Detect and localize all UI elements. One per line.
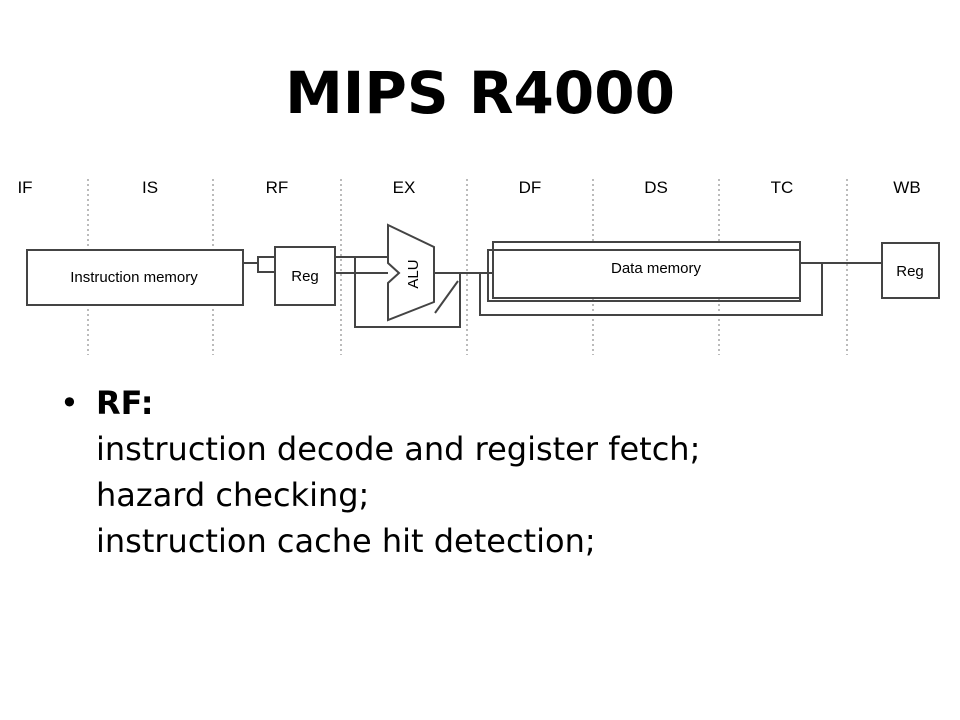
bullet-line-hazard: hazard checking; bbox=[96, 476, 370, 514]
stage-label-is: IS bbox=[142, 178, 158, 197]
bullet-body: RF: instruction decode and register fetc… bbox=[96, 380, 940, 564]
data-memory-outer-box bbox=[492, 241, 801, 299]
instruction-memory-box bbox=[26, 249, 244, 306]
stage-label-tc: TC bbox=[771, 178, 794, 197]
stage-label-df: DF bbox=[519, 178, 542, 197]
bullet-line-cache: instruction cache hit detection; bbox=[96, 522, 596, 560]
writeback-register-label: Reg bbox=[896, 263, 924, 280]
stage-label-wb: WB bbox=[893, 178, 920, 197]
alu-label: ALU bbox=[405, 259, 422, 288]
bullet-list: • RF: instruction decode and register fe… bbox=[60, 380, 940, 564]
bullet-symbol: • bbox=[60, 384, 79, 422]
register-file-box bbox=[274, 246, 336, 306]
data-memory-label: Data memory bbox=[611, 260, 702, 277]
alu-block bbox=[387, 223, 435, 322]
stage-label-ds: DS bbox=[644, 178, 668, 197]
slide-title: MIPS R4000 bbox=[285, 59, 675, 127]
stage-label-rf: RF bbox=[266, 178, 289, 197]
stage-dividers bbox=[87, 179, 848, 355]
datapath-wires bbox=[243, 256, 882, 328]
stage-label-ex: EX bbox=[393, 178, 416, 197]
data-memory-inner-box bbox=[487, 249, 801, 302]
stage-label-if: IF bbox=[17, 178, 32, 197]
bullet-item: • RF: instruction decode and register fe… bbox=[60, 380, 940, 564]
writeback-register-box bbox=[881, 242, 940, 299]
bullet-line-decode: instruction decode and register fetch; bbox=[96, 430, 701, 468]
instruction-memory-label: Instruction memory bbox=[70, 269, 198, 286]
bullet-heading: RF: bbox=[96, 384, 154, 422]
register-file-label: Reg bbox=[291, 268, 319, 285]
pipeline-diagram: IF IS RF EX DF DS TC WB Instruction memo… bbox=[17, 178, 940, 355]
